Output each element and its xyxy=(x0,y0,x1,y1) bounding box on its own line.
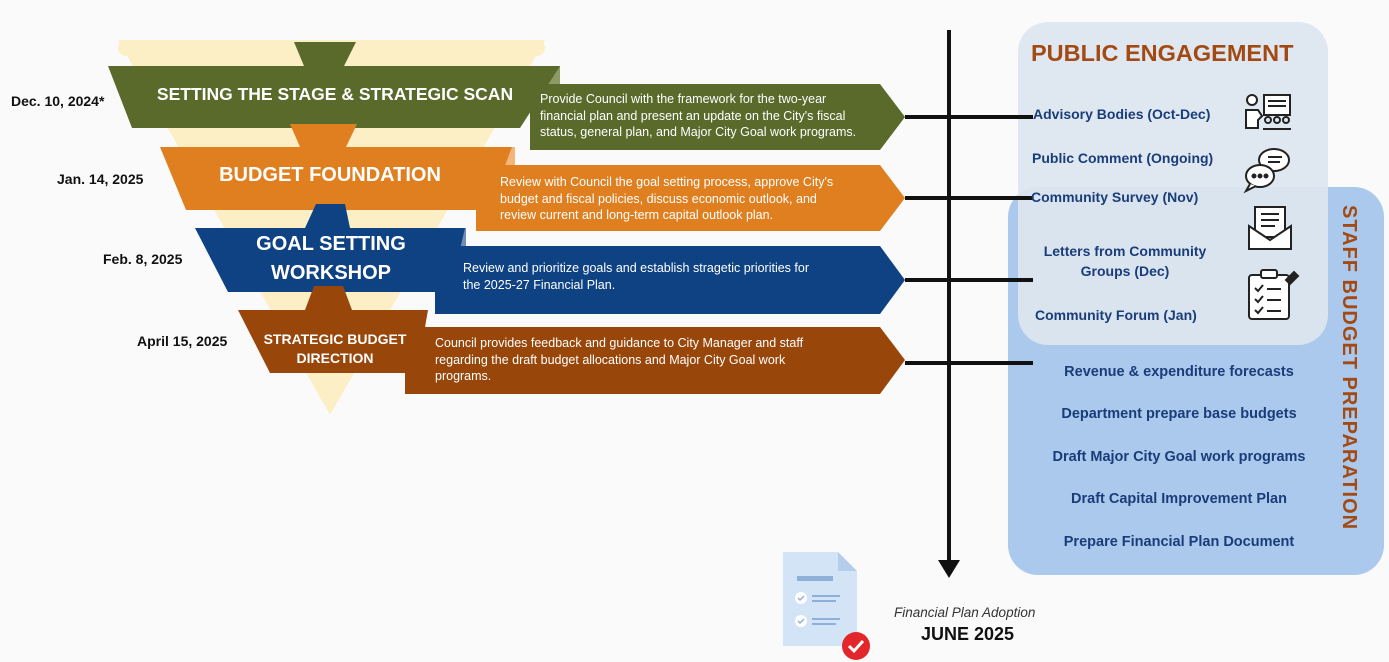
stage-title-2: BUDGET FOUNDATION xyxy=(219,164,441,186)
stage-date-1: Dec. 10, 2024* xyxy=(11,93,105,109)
staff-budget-item-5: Prepare Financial Plan Document xyxy=(1063,534,1295,550)
staff-budget-title: STAFF BUDGET PREPARATION xyxy=(1338,205,1360,531)
chat-bubbles-icon xyxy=(1243,148,1290,194)
staff-budget-item-4: Draft Capital Improvement Plan xyxy=(1071,491,1287,507)
timeline-arrowhead xyxy=(938,560,960,578)
desc-arrow-3 xyxy=(435,246,905,314)
public-engagement-item-community-forum: Community Forum (Jan) xyxy=(1035,307,1197,323)
desc-arrow-4 xyxy=(405,327,905,394)
envelope-icon xyxy=(1248,206,1292,250)
stage-title-4: STRATEGIC BUDGET DIRECTION xyxy=(263,331,407,366)
public-engagement-title: PUBLIC ENGAGEMENT xyxy=(1031,40,1294,66)
public-engagement-item-public-comment: Public Comment (Ongoing) xyxy=(1032,150,1214,166)
staff-budget-item-2: Department prepare base budgets xyxy=(1061,406,1297,422)
desc-arrow-1 xyxy=(530,84,905,150)
stage-date-2: Jan. 14, 2025 xyxy=(57,171,144,187)
document-check-icon xyxy=(783,552,870,660)
stage-title-1: SETTING THE STAGE & STRATEGIC SCAN xyxy=(156,84,514,104)
tab-2 xyxy=(290,124,357,147)
banner-2 xyxy=(160,147,512,210)
public-engagement-item-advisory-bodies: Advisory Bodies (Oct-Dec) xyxy=(1033,106,1211,122)
desc-arrow-2 xyxy=(476,165,905,231)
adoption-label: Financial Plan Adoption xyxy=(894,605,1036,620)
stage-date-4: April 15, 2025 xyxy=(137,333,228,349)
tab-3 xyxy=(305,204,350,228)
stage-description-1: Provide Council with the framework for t… xyxy=(540,92,857,139)
staff-budget-item-1: Revenue & expenditure forecasts xyxy=(1064,364,1294,380)
public-engagement-item-letters: Letters from Community Groups (Dec) xyxy=(1043,243,1207,279)
banner-4 xyxy=(238,310,428,373)
stage-title-3: GOAL SETTING WORKSHOP xyxy=(256,233,406,284)
adoption-date: JUNE 2025 xyxy=(921,624,1015,644)
clipboard-checklist-icon xyxy=(1248,269,1300,320)
staff-budget-item-3: Draft Major City Goal work programs xyxy=(1052,449,1306,465)
stage-date-3: Feb. 8, 2025 xyxy=(103,251,183,267)
tab-1 xyxy=(294,42,356,66)
public-engagement-item-community-survey: Community Survey (Nov) xyxy=(1031,189,1199,205)
presentation-icon xyxy=(1245,94,1291,130)
stage-description-4: Council provides feedback and guidance t… xyxy=(435,336,804,383)
banner-1 xyxy=(108,66,560,128)
stage-description-3: Review and prioritize goals and establis… xyxy=(463,261,809,292)
tab-4 xyxy=(305,286,352,310)
stage-description-2: Review with Council the goal setting pro… xyxy=(500,175,834,222)
banner-3 xyxy=(195,228,465,292)
